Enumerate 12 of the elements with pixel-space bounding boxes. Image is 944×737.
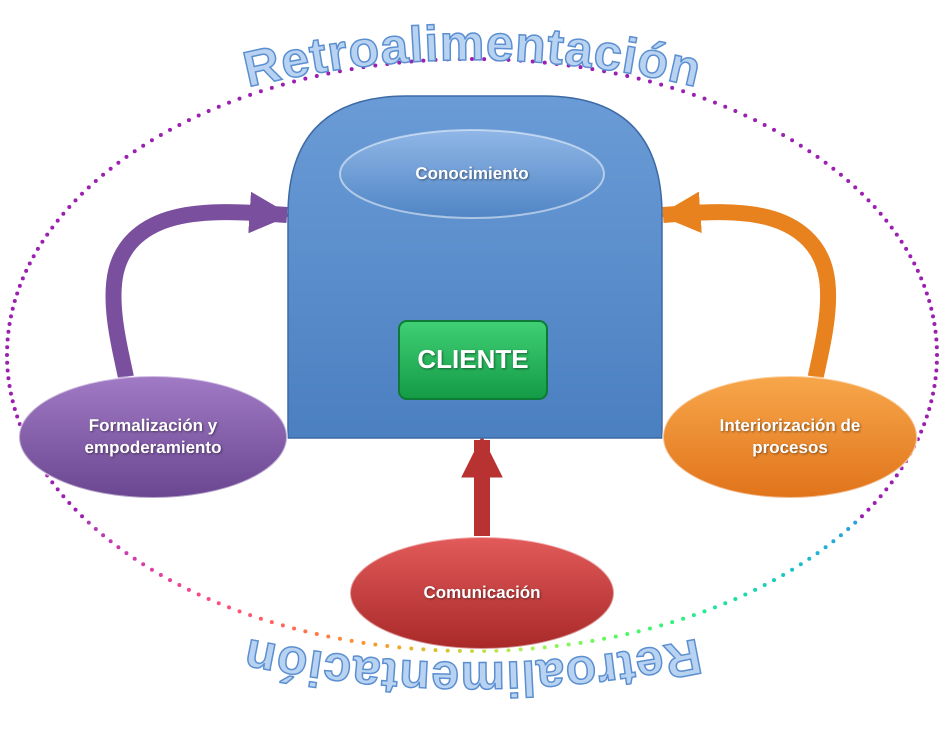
process-box [398, 320, 548, 400]
node-label: CLIENTE [416, 343, 530, 376]
curved-heading: Retroalimentación [238, 14, 707, 98]
ellipse-node [339, 129, 605, 219]
arch-panel [287, 95, 663, 438]
curved-heading: Retroalimentación [238, 628, 706, 708]
node-label: Interiorización de procesos [718, 414, 862, 459]
ellipse-node [18, 375, 288, 499]
node-label: Formalización y empoderamiento [84, 414, 222, 459]
node-label: Comunicación [422, 582, 542, 604]
node-label: Conocimiento [414, 162, 530, 185]
ellipse-node [662, 375, 918, 499]
